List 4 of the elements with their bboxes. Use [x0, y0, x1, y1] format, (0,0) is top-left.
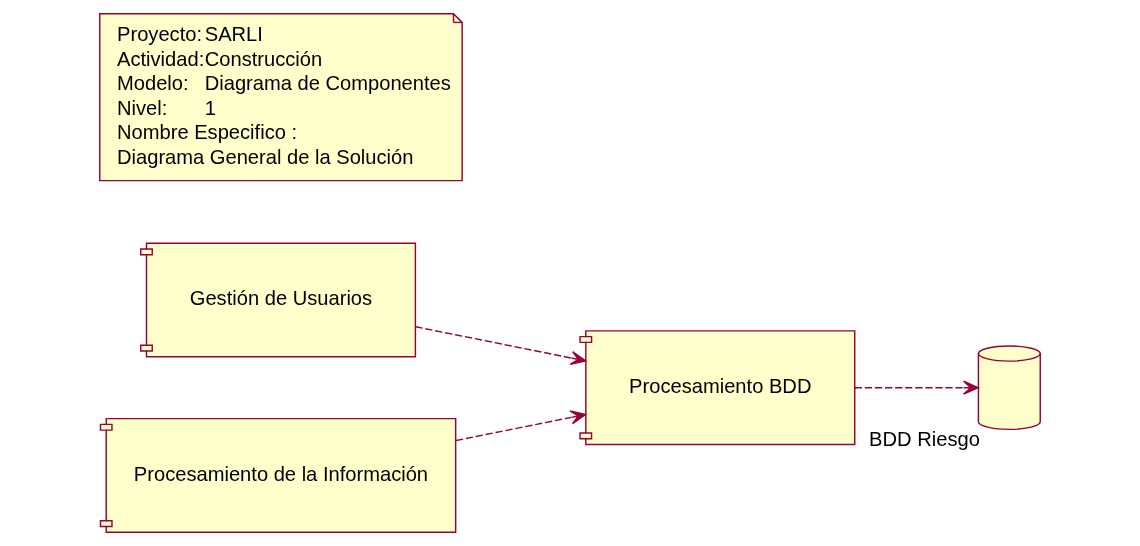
arrow — [854, 380, 979, 395]
arrow — [415, 326, 587, 366]
arrow — [455, 410, 587, 442]
node-label: BDD Riesgo — [869, 427, 980, 450]
